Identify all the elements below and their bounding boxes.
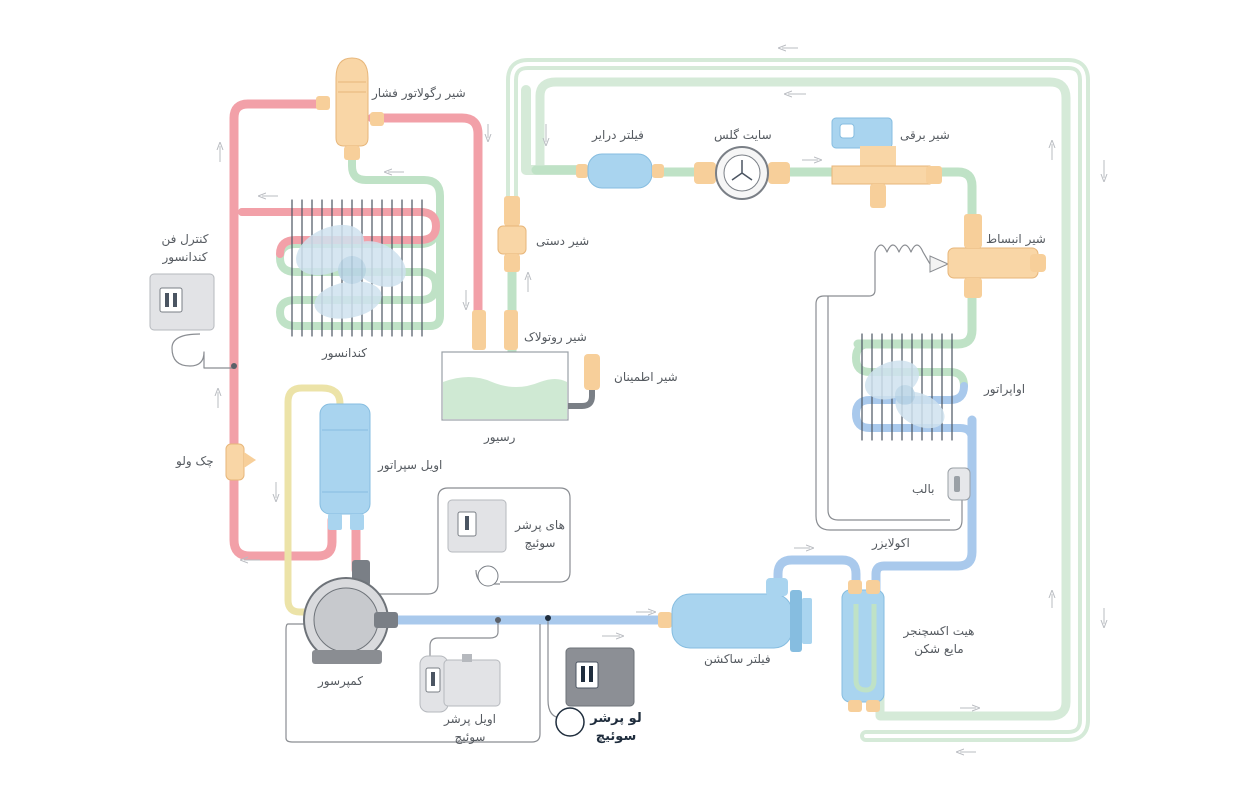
oil-pressure-switch-label: اویل پرشر سوئیچ [443,712,496,744]
oil-return-line [284,384,344,616]
pressure-regulator-valve [316,57,384,160]
receiver [441,310,600,421]
check-valve [225,443,256,481]
high-pressure-switch-label: های پرشر سوئیچ [515,518,565,550]
filter-drier-label: فیلتر درایر [592,128,644,142]
check-valve-label: چک ولو [176,454,214,468]
safety-valve-label: شیر اطمینان [614,370,678,384]
pressure-regulator-valve-label: شیر رگولاتور فشار [372,86,466,100]
suction-filter [658,578,812,652]
solenoid-valve-label: شیر برقی [900,128,950,142]
bulb-label: بالب [912,482,935,496]
condenser-coil [238,146,444,337]
evaporator-label: اواپراتور [984,382,1026,396]
capillary-lines [171,244,963,743]
condenser-fan-control-label: کنترل فن کندانسور [161,232,209,264]
heat-exchanger [841,580,885,712]
expansion-valve-label: شیر انبساط [986,232,1046,246]
junction-dots [231,363,501,623]
condenser-fan-control-switch [149,273,215,331]
hand-valve-label: شیر دستی [536,234,590,248]
bulb [947,467,971,501]
compressor-label: کمپرسور [318,674,363,688]
receiver-label: رسیور [484,430,516,444]
oil-separator [319,403,371,530]
hand-valve [497,196,527,272]
equalizer-label: اکولایزر [872,536,910,550]
compressor [303,560,398,664]
liquid-line [507,165,977,395]
heat-exchanger-label: هیت اکسچنجر مایع شکن [903,624,975,656]
high-pressure-switch [447,499,507,587]
solenoid-valve [831,117,942,208]
expansion-valve [929,214,1046,298]
suction-filter-label: فیلتر ساکشن [704,652,771,666]
liquid-inner-loop [535,77,1071,721]
sight-glass-label: سایت گلس [714,128,772,142]
evaporator-coil [852,333,976,444]
low-pressure-switch [545,615,635,737]
rotolock-valve-label: شیر روتولاک [524,330,587,344]
oil-pressure-switch [419,654,501,713]
sight-glass [694,146,790,200]
filter-drier [576,153,664,189]
condenser-label: کندانسور [322,346,368,360]
flow-arrows [218,48,1104,752]
oil-separator-label: اویل سپراتور [378,458,443,472]
low-pressure-switch-label: لو پرشر سوئیچ [590,711,642,744]
suction-line [387,415,977,625]
